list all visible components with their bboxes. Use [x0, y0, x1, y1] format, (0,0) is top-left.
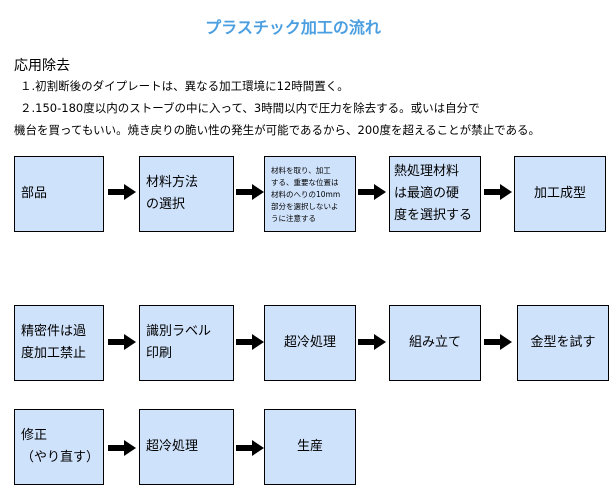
arrow-right-icon [236, 440, 264, 456]
step-material-method: 材料方法 の選択 [139, 156, 234, 232]
arrow-right-icon [108, 440, 136, 456]
step-production: 生産 [264, 409, 356, 485]
step-label: 部分を選択しないよ [271, 202, 339, 211]
arrow-right-icon [358, 184, 386, 200]
step-label: 超冷処理 [283, 335, 336, 350]
step-label: 材料を取り、加工 [271, 166, 331, 175]
step-label: 識別ラベル [146, 324, 212, 339]
step-parts: 部品 [14, 156, 104, 232]
step-label: 精密件は過 [21, 324, 87, 339]
step-label: 部品 [21, 186, 48, 201]
arrow-right-icon [108, 184, 136, 200]
section-heading: 応用除去 [14, 58, 70, 74]
step-label: 修正 [21, 428, 48, 443]
step-label-print: 識別ラベル 印刷 [139, 305, 234, 381]
step-forming: 加工成型 [514, 156, 606, 232]
step-label: 材料方法 [146, 175, 199, 190]
step-label: 組み立て [408, 335, 461, 350]
step-label: 度加工禁止 [21, 346, 87, 361]
step-mold-trial: 金型を試す [517, 305, 609, 381]
step-label: （やり直す） [21, 450, 100, 465]
step-cutting-note: 材料を取り、加工 する、重要な位置は 材料のへりの10mm 部分を選択しないよ … [264, 156, 356, 232]
step-assembly: 組み立て [389, 305, 481, 381]
arrow-right-icon [236, 184, 264, 200]
step-label: 印刷 [146, 346, 173, 361]
step-label: 材料のへりの10mm [271, 190, 341, 199]
step-precision-warning: 精密件は過 度加工禁止 [14, 305, 104, 381]
step-label: 超冷処理 [146, 439, 199, 454]
instruction-line-3: 機台を買ってもいい。焼き戻りの脆い性の発生が可能であるから、200度を超えること… [14, 123, 540, 137]
step-cryogenic-1: 超冷処理 [264, 305, 356, 381]
step-cryogenic-2: 超冷処理 [139, 409, 234, 485]
instruction-line-1: １.初割断後のダイプレートは、異なる加工環境に12時間置く。 [20, 79, 349, 93]
arrow-right-icon [236, 334, 264, 350]
step-label: は最適の硬 [394, 186, 460, 201]
instruction-line-2: ２.150-180度以内のストーブの中に入って、3時間以内で圧力を除去する。或い… [20, 101, 480, 115]
step-label: の選択 [146, 197, 186, 212]
step-label: うに注意する [271, 214, 316, 223]
step-label: 金型を試す [530, 335, 596, 350]
step-label: 熱処理材料 [394, 164, 460, 179]
arrow-right-icon [484, 334, 512, 350]
step-label: する、重要な位置は [271, 178, 339, 187]
step-label: 度を選択する [394, 208, 473, 223]
step-label: 加工成型 [533, 186, 586, 201]
page-title: プラスチック加工の流れ [205, 18, 381, 37]
step-label: 生産 [296, 439, 323, 454]
step-rework: 修正 （やり直す） [14, 409, 104, 485]
step-heat-treatment: 熱処理材料 は最適の硬 度を選択する [389, 156, 481, 232]
arrow-right-icon [358, 334, 386, 350]
arrow-right-icon [484, 184, 512, 200]
arrow-right-icon [108, 334, 136, 350]
